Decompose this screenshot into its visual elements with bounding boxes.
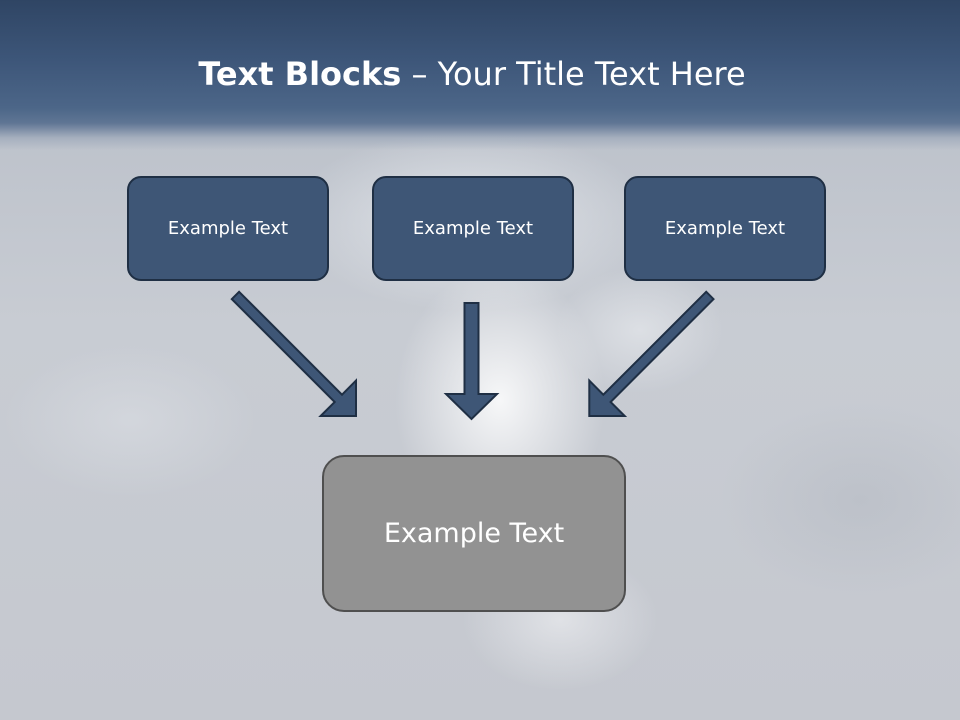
text-block-right-label: Example Text — [664, 218, 786, 239]
text-block-left: Example Text — [127, 176, 329, 281]
text-block-left-label: Example Text — [167, 218, 289, 239]
title-band — [0, 0, 960, 150]
title-bold: Text Blocks — [198, 55, 402, 93]
arrow-center-down — [443, 302, 500, 421]
text-block-center-label: Example Text — [412, 218, 534, 239]
title-rest: – Your Title Text Here — [401, 55, 746, 93]
text-block-center: Example Text — [372, 176, 574, 281]
text-block-bottom-label: Example Text — [383, 518, 565, 549]
slide-title: Text Blocks – Your Title Text Here — [0, 52, 944, 96]
arrow-left-diagonal — [230, 290, 357, 417]
text-block-bottom: Example Text — [322, 455, 626, 612]
text-block-right: Example Text — [624, 176, 826, 281]
arrow-right-diagonal — [588, 290, 715, 417]
